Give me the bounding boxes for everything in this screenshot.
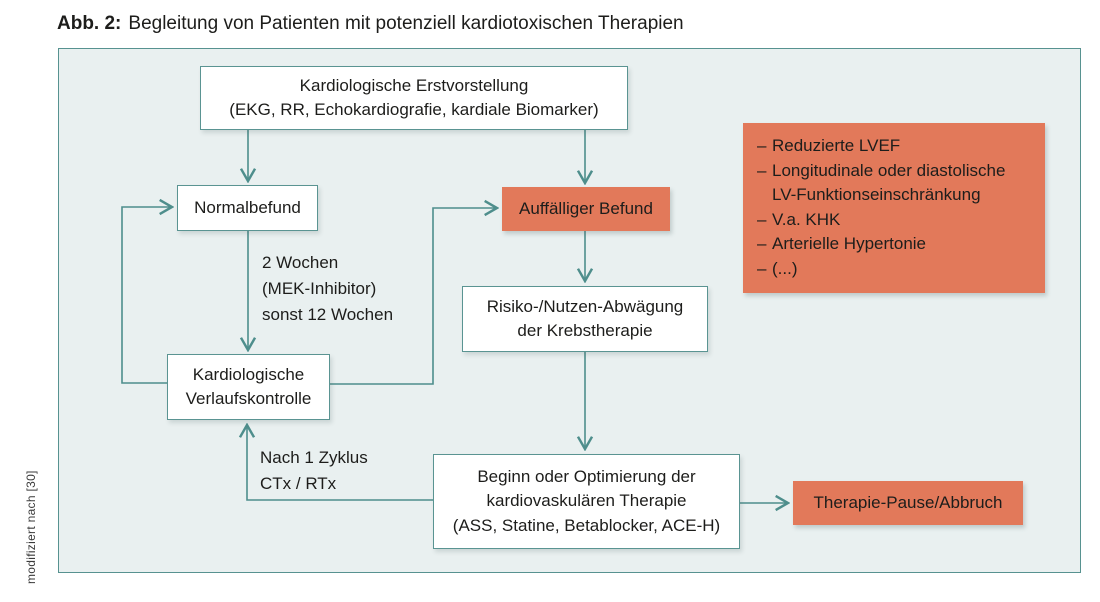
- criteria-item-text: Reduzierte LVEF: [772, 136, 901, 155]
- criteria-item: – (...): [757, 257, 1033, 282]
- criteria-item-text: Arterielle Hypertonie: [772, 234, 927, 253]
- node-auffaelliger-befund: Auffälliger Befund: [502, 187, 670, 231]
- node-normalbefund: Normalbefund: [177, 185, 318, 231]
- dash-marker: –: [757, 136, 767, 155]
- criteria-item: – Reduzierte LVEF: [757, 134, 1033, 159]
- dash-marker: –: [757, 258, 767, 278]
- node-risiko-nutzen-abwaegung: Risiko-/Nutzen-Abwägung der Krebstherapi…: [462, 286, 708, 352]
- dash-marker: –: [757, 209, 767, 229]
- node-kardiologische-verlaufskontrolle: Kardiologische Verlaufskontrolle: [167, 354, 330, 420]
- criteria-item: – V.a. KHK: [757, 208, 1033, 233]
- figure-caption: Begleitung von Patienten mit potenziell …: [128, 13, 684, 34]
- figure-title: Abb. 2: Begleitung von Patienten mit pote…: [57, 13, 684, 35]
- criteria-item-text: (...): [772, 258, 798, 278]
- node-therapie-pause-abbruch: Therapie-Pause/Abbruch: [793, 481, 1023, 525]
- criteria-item: – Arterielle Hypertonie: [757, 232, 1033, 257]
- criteria-box: – Reduzierte LVEF – Longitudinale oder d…: [743, 123, 1045, 293]
- dash-marker: –: [757, 160, 767, 180]
- edge-label-kontrollintervall: 2 Wochen (MEK-Inhibitor) sonst 12 Wochen: [262, 253, 394, 324]
- source-note: modifiziert nach [30]: [24, 470, 38, 584]
- dash-marker: –: [757, 234, 767, 253]
- criteria-item-text: V.a. KHK: [772, 209, 841, 229]
- criteria-item-text: Longitudinale oder diastolische LV-Funkt…: [772, 160, 1006, 205]
- node-beginn-optimierung-therapie: Beginn oder Optimierung der kardiovaskul…: [433, 454, 740, 549]
- edge-label-nach-zyklus: Nach 1 Zyklus CTx / RTx: [260, 448, 368, 493]
- criteria-item: – Longitudinale oder diastolische LV-Fun…: [757, 159, 1033, 208]
- node-kardiologische-erstvorstellung: Kardiologische Erstvorstellung (EKG, RR,…: [200, 66, 628, 130]
- figure-number: Abb. 2:: [57, 13, 122, 34]
